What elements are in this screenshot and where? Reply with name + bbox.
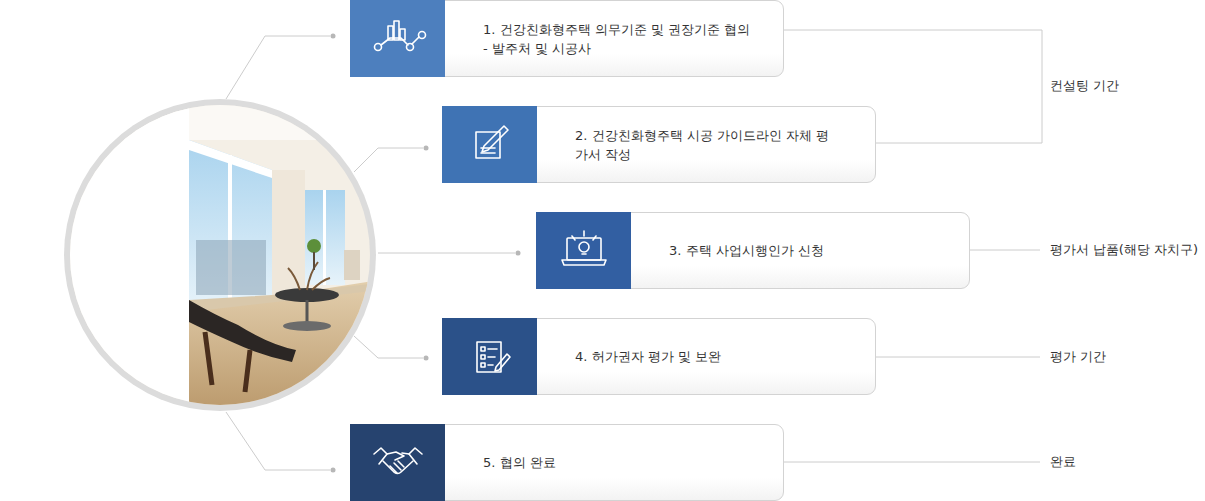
step-text-area: 5. 협의 완료 (483, 425, 771, 500)
step-title: 5. 협의 완료 (483, 453, 771, 472)
laptop-icon (562, 231, 606, 265)
step-box: 2. 건강친화형주택 시공 가이드라인 자체 평가서 작성 (442, 106, 876, 183)
step-text-area: 4. 허가권자 평가 및 보완 (575, 319, 863, 394)
chart-icon (375, 21, 426, 51)
step-title: 2. 건강친화형주택 시공 가이드라인 자체 평가서 작성 (575, 126, 837, 164)
step-text-area: 3. 주택 사업시행인가 신청 (669, 213, 957, 288)
icon-square (350, 424, 445, 501)
period-label: 완료 (1048, 453, 1078, 471)
leader-dots (331, 34, 521, 473)
step-box: 1. 건강친화형주택 의무기준 및 권장기준 협의- 발주처 및 시공사 (350, 0, 784, 77)
step-box: 3. 주택 사업시행인가 신청 (536, 212, 970, 289)
period-label: 평가 기간 (1048, 348, 1108, 366)
step-title: 4. 허가권자 평가 및 보완 (575, 347, 863, 366)
step-box: 5. 협의 완료 (350, 424, 784, 501)
step-title: 1. 건강친화형주택 의무기준 및 권장기준 협의 (483, 20, 771, 39)
handshake-icon (374, 448, 422, 474)
step-text-area: 2. 건강친화형주택 시공 가이드라인 자체 평가서 작성 (575, 107, 863, 182)
period-label: 평가서 납품(해당 자치구) (1048, 241, 1200, 259)
room-photo (60, 100, 380, 420)
step-title: 3. 주택 사업시행인가 신청 (669, 241, 957, 260)
step-text-area: 1. 건강친화형주택 의무기준 및 권장기준 협의- 발주처 및 시공사 (483, 1, 771, 76)
step-note: - 발주처 및 시공사 (483, 39, 771, 58)
period-label: 컨설팅 기간 (1048, 77, 1121, 95)
icon-square (536, 212, 631, 289)
icon-square (350, 0, 445, 77)
leader-lines (226, 36, 515, 470)
pencil-icon (476, 126, 508, 158)
icon-square (442, 318, 537, 395)
checklist-icon (477, 342, 510, 372)
icon-square (442, 106, 537, 183)
step-box: 4. 허가권자 평가 및 보완 (442, 318, 876, 395)
